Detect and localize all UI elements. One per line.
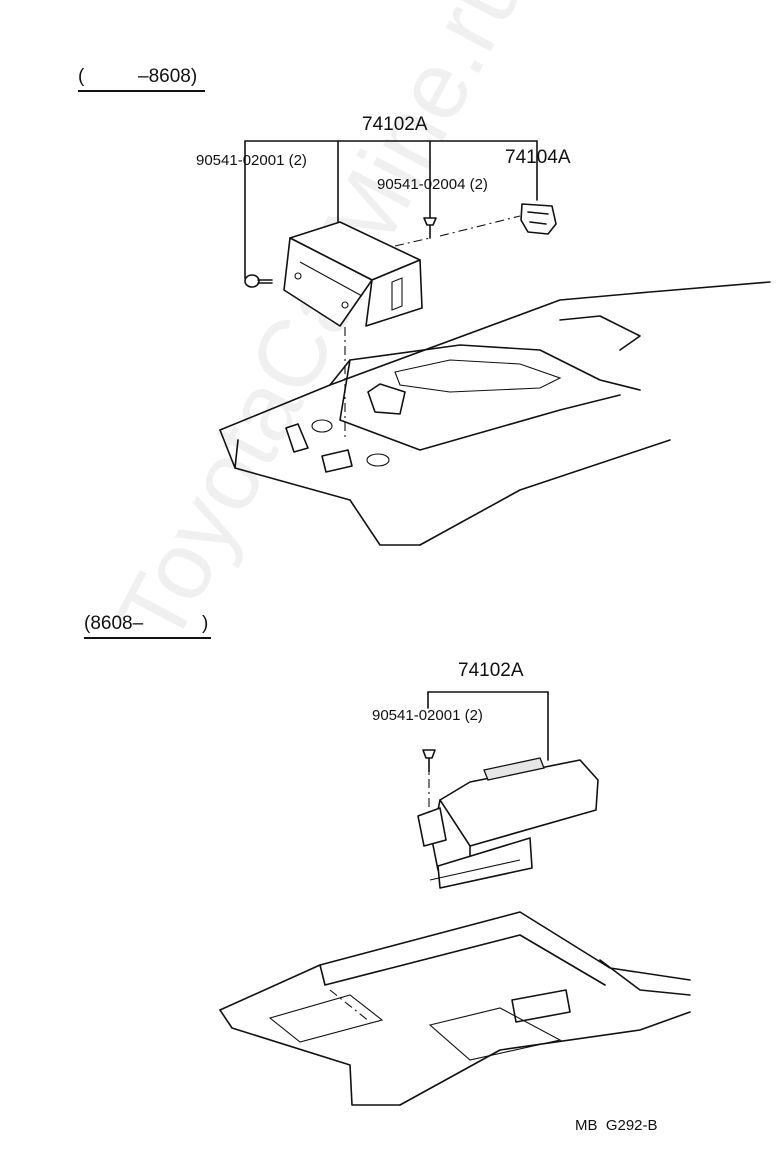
bottom-console [219, 911, 691, 1106]
bottom-range-underline [84, 637, 211, 639]
top-clip-74104A [520, 203, 557, 235]
top-clip-label: 74104A [505, 147, 571, 168]
top-ashtray-box [283, 221, 423, 327]
bottom-ashtray [417, 757, 599, 889]
top-range-underline [78, 90, 205, 92]
top-screw-left [244, 274, 273, 288]
top-screw-mid-label: 90541-02004 (2) [377, 176, 488, 193]
top-screw-left-label: 90541-02001 (2) [196, 152, 307, 169]
top-console [219, 281, 771, 546]
bottom-assembly-label: 74102A [458, 660, 524, 681]
top-range-label: –8608) [138, 66, 198, 87]
bottom-screw-label: 90541-02001 (2) [372, 707, 483, 724]
top-range-open: ( [78, 66, 85, 87]
bottom-leader-lines [427, 691, 549, 812]
top-leader-lines [244, 140, 538, 440]
top-assembly-label: 74102A [362, 114, 428, 135]
bottom-screw [422, 749, 436, 773]
top-screw-mid [423, 217, 437, 239]
diagram-code: MB G292-B [575, 1117, 658, 1134]
bottom-range-label: (8608– [84, 613, 144, 634]
bottom-range-close: ) [202, 613, 209, 634]
